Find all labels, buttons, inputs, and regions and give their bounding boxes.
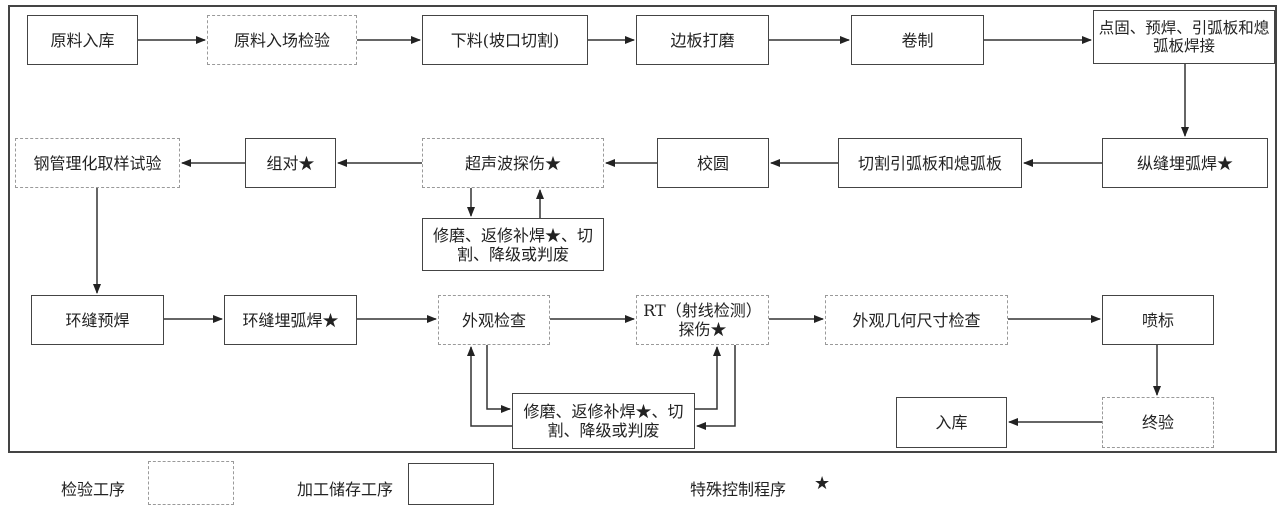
node-tack-welding: 点固、预焊、引弧板和熄弧板焊接 bbox=[1093, 10, 1275, 64]
node-edge-grinding: 边板打磨 bbox=[636, 15, 769, 65]
node-sampling-test: 钢管理化取样试验 bbox=[15, 138, 180, 188]
legend-process-swatch bbox=[408, 463, 494, 505]
node-raw-inspection: 原料入场检验 bbox=[207, 15, 357, 65]
node-dimension-check: 外观几何尺寸检查 bbox=[825, 295, 1008, 345]
node-cutting: 下料(坡口切割) bbox=[422, 15, 588, 65]
arrow-repair-2-to-rt-check bbox=[695, 346, 721, 410]
legend-special-label: 特殊控制程序 bbox=[690, 480, 787, 499]
node-girth-prewelding: 环缝预焊 bbox=[31, 295, 164, 345]
node-rt-check: RT（射线检测）探伤★ bbox=[636, 295, 769, 345]
node-final-inspection: 终验 bbox=[1102, 397, 1214, 448]
node-girth-saw: 环缝埋弧焊★ bbox=[224, 295, 357, 345]
legend-inspection-label: 检验工序 bbox=[61, 480, 126, 499]
node-warehousing: 入库 bbox=[896, 397, 1007, 448]
node-long-seam-saw: 纵缝埋弧焊★ bbox=[1102, 138, 1268, 188]
node-assembly: 组对★ bbox=[245, 138, 336, 188]
star-icon: ★ bbox=[814, 473, 831, 494]
legend-inspection-swatch bbox=[148, 461, 234, 505]
node-rounding: 校圆 bbox=[657, 138, 769, 188]
arrow-repair-2-to-visual-check bbox=[467, 346, 512, 427]
node-visual-check: 外观检查 bbox=[438, 295, 550, 345]
node-ultrasonic: 超声波探伤★ bbox=[422, 138, 604, 188]
legend-process-label: 加工储存工序 bbox=[297, 480, 394, 499]
node-raw-storage: 原料入库 bbox=[27, 15, 138, 65]
node-cut-tabs: 切割引弧板和熄弧板 bbox=[838, 138, 1022, 188]
node-repair-1: 修磨、返修补焊★、切割、降级或判废 bbox=[422, 218, 604, 271]
node-rolling: 卷制 bbox=[851, 15, 984, 65]
diagram-frame bbox=[8, 5, 1277, 453]
node-repair-2: 修磨、返修补焊★、切割、降级或判废 bbox=[512, 393, 695, 449]
node-marking: 喷标 bbox=[1102, 295, 1214, 345]
arrow-rt-check-to-repair-2 bbox=[696, 345, 736, 430]
arrow-visual-check-to-repair-2 bbox=[486, 345, 511, 413]
